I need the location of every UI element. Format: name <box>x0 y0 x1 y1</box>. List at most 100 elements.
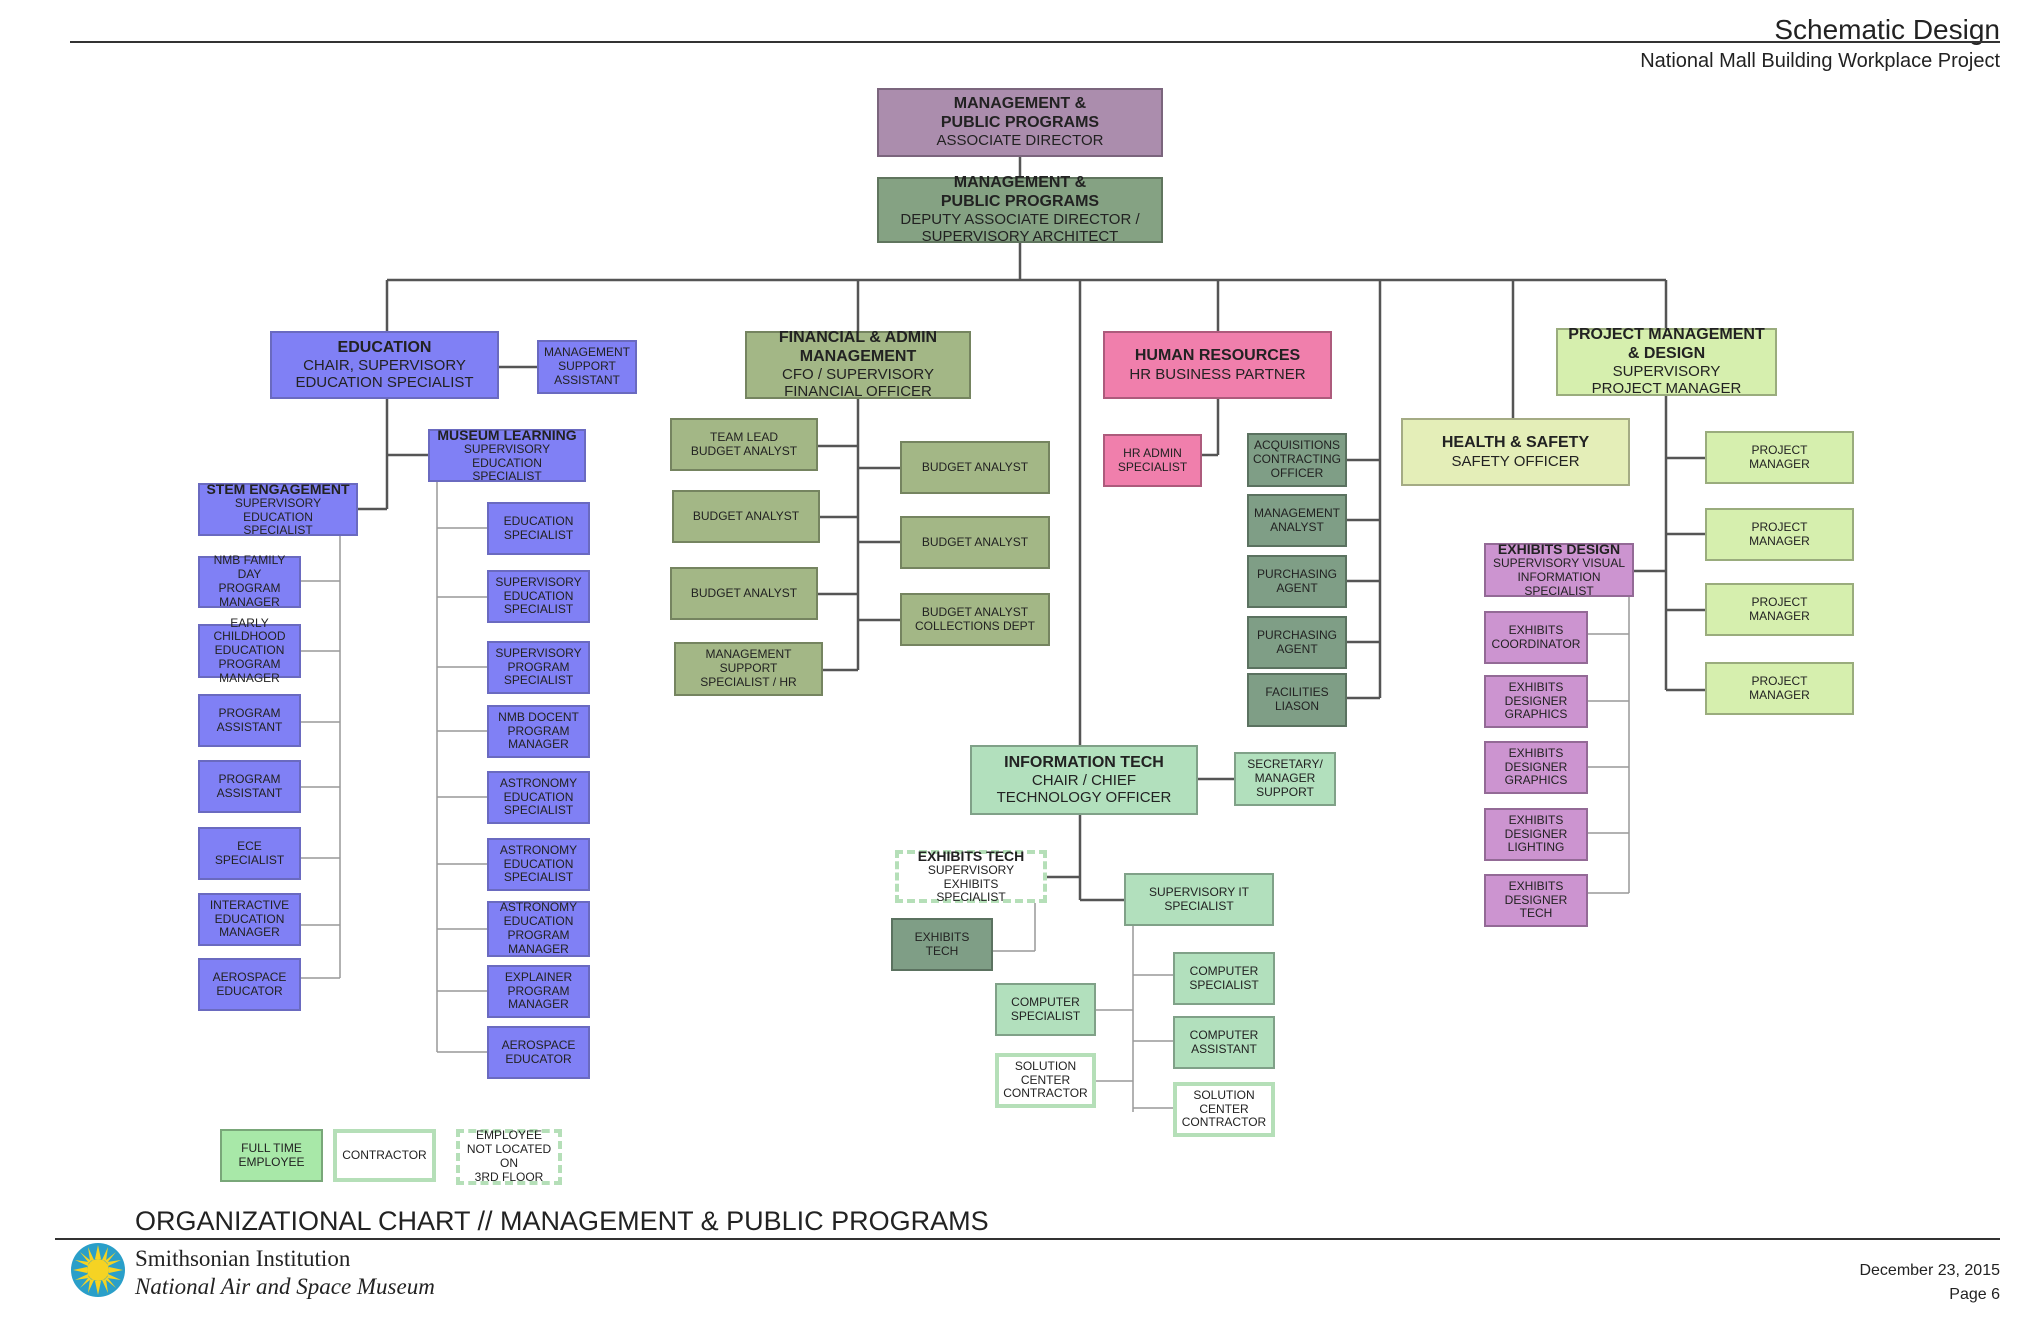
org-box-title: MANAGEMENT &PUBLIC PROGRAMS <box>940 174 1100 210</box>
org-box-title: HUMAN RESOURCES <box>1134 347 1301 365</box>
org-box-role: BUDGET ANALYST <box>692 508 800 523</box>
org-box-role: DEPUTY ASSOCIATE DIRECTOR /SUPERVISORY A… <box>900 211 1140 246</box>
header-divider <box>70 41 2000 43</box>
org-box-role: BUDGET ANALYST <box>690 585 798 600</box>
header-title: Schematic Design <box>1774 14 2000 45</box>
org-box-title: STEM ENGAGEMENT <box>206 480 350 497</box>
org-box-title: MANAGEMENT &PUBLIC PROGRAMS <box>940 95 1100 131</box>
header-subtitle: National Mall Building Workplace Project <box>1640 50 2000 72</box>
org-box-role: HR BUSINESS PARTNER <box>1129 365 1306 383</box>
org-box-role: ASSOCIATE DIRECTOR <box>936 132 1104 150</box>
org-box-fin-l2: BUDGET ANALYST <box>672 490 820 543</box>
org-box-title: EXHIBITS TECH <box>917 847 1025 864</box>
museum-name: National Air and Space Museum <box>135 1274 435 1299</box>
org-box-fin-r2: BUDGET ANALYST <box>900 516 1050 569</box>
org-box-fin-l3: BUDGET ANALYST <box>670 567 818 620</box>
smithsonian-sun-icon <box>71 1243 125 1297</box>
document-date: December 23, 2015 <box>1859 1262 2000 1279</box>
page-number: Page 6 <box>1949 1286 2000 1303</box>
org-box-title: PROJECT MANAGEMENT& DESIGN <box>1568 326 1765 362</box>
org-box-role: SAFETY OFFICER <box>1451 452 1580 470</box>
org-box-title: HEALTH & SAFETY <box>1441 434 1590 452</box>
org-box-role: BUDGET ANALYST <box>921 534 1029 549</box>
org-box-title: EXHIBITS DESIGN <box>1497 541 1621 558</box>
org-box-title: MUSEUM LEARNING <box>437 426 577 443</box>
